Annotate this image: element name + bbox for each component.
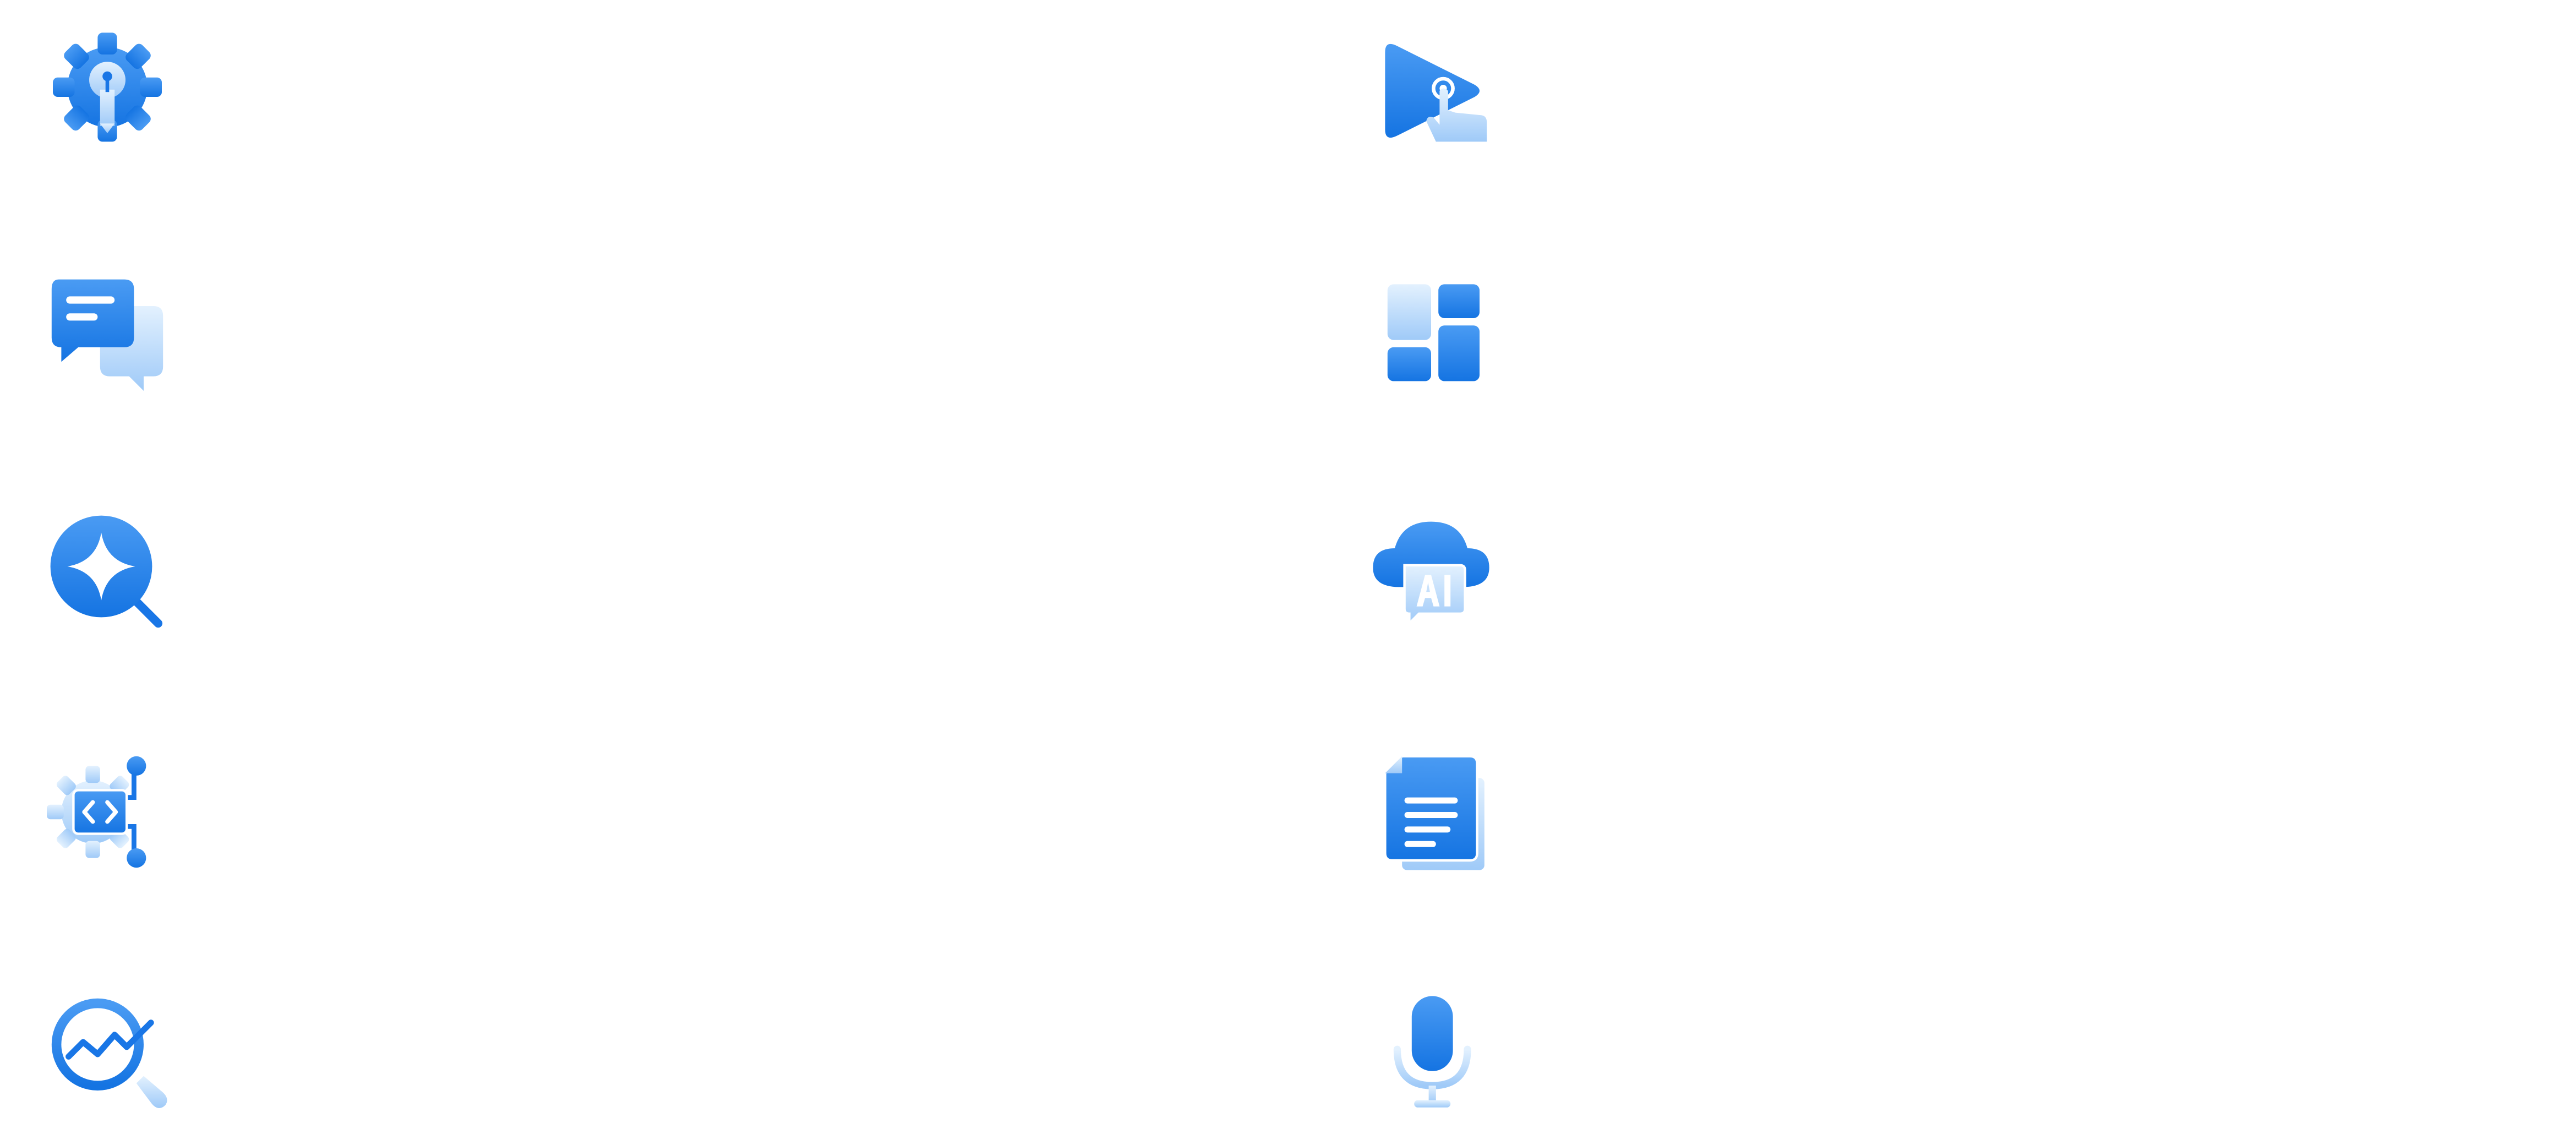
chart-search-icon: [47, 994, 168, 1115]
microphone-icon: [1371, 994, 1492, 1115]
ai-cloud-icon: [1371, 512, 1492, 633]
key-gear-icon: [47, 30, 168, 151]
document-icon: [1371, 751, 1492, 873]
dashboard-tiles-icon: [1371, 270, 1492, 391]
play-touch-icon: [1371, 30, 1492, 151]
chat-bubbles-icon: [47, 270, 168, 391]
code-gear-circuit-icon: [47, 751, 168, 873]
sparkle-search-icon: [47, 512, 168, 633]
